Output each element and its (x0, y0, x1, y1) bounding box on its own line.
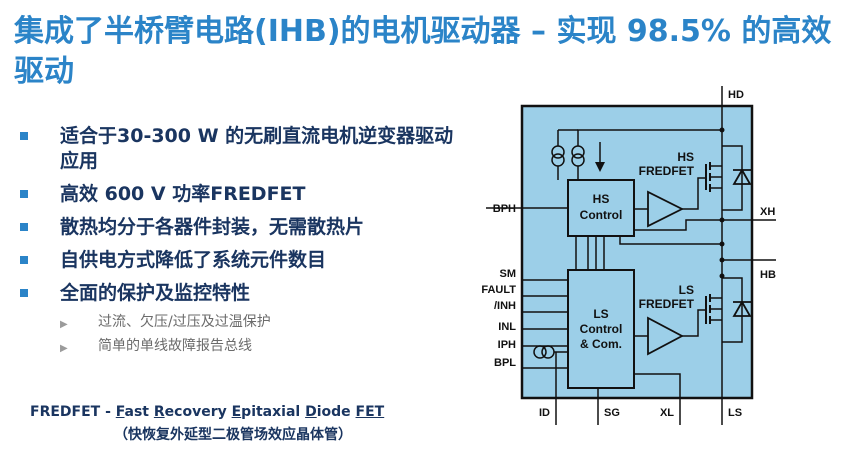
acronym-rest: ecovery (164, 404, 232, 420)
bullet-square-icon (20, 132, 28, 140)
acronym-letter: E (231, 404, 242, 420)
acronym-rest: iode (316, 404, 356, 420)
pin-label-sm: SM (500, 268, 517, 280)
pin-label-inl: INL (498, 321, 516, 333)
ls-control-block (567, 269, 635, 389)
bullet-item: 自供电方式降低了系统元件数目 (20, 248, 460, 273)
pin-label-id: ID (539, 407, 550, 419)
ls-fredfet-transistor-icon (705, 294, 722, 324)
down-arrow-icon (595, 162, 605, 172)
pin-label-bpl: BPL (494, 357, 516, 369)
bullet-square-icon (20, 190, 28, 198)
definition-prefix: FREDFET - (30, 404, 116, 420)
acronym-letter: F (115, 404, 125, 420)
acronym-rest: pitaxial (241, 404, 306, 420)
ls-fet-label: FREDFET (639, 297, 695, 311)
hs-fet-label: HS (677, 150, 694, 164)
sub-bullet-item: ▶ 过流、欠压/过压及过温保护 (20, 312, 460, 332)
pin-label-inh: /INH (494, 300, 516, 312)
pin-label-bph: BPH (493, 203, 516, 215)
pin-label-hd: HD (728, 89, 744, 101)
bullet-item: 适合于30-300 W 的无刷直流电机逆变器驱动应用 (20, 124, 460, 174)
ls-block-label: & Com. (580, 337, 622, 351)
ls-fet-label: LS (679, 283, 694, 297)
triangle-bullet-icon: ▶ (60, 343, 68, 354)
ihb-block-diagram: HS Control HS FREDFET BPH LS Control (481, 86, 776, 425)
bullet-square-icon (20, 256, 28, 264)
hs-fredfet-transistor-icon (705, 162, 722, 192)
sub-bullet-list: ▶ 过流、欠压/过压及过温保护 ▶ 简单的单线故障报告总线 (20, 312, 460, 356)
hs-fet-label: FREDFET (639, 164, 695, 178)
acronym-rest: ast (124, 404, 154, 420)
pin-label-xh: XH (760, 206, 775, 218)
bullet-text: 自供电方式降低了系统元件数目 (60, 249, 327, 271)
current-source-icon (551, 129, 585, 180)
bullet-item: 全面的保护及监控特性 (20, 281, 460, 306)
bullet-list: 适合于30-300 W 的无刷直流电机逆变器驱动应用 高效 600 V 功率FR… (20, 124, 460, 360)
definition-chinese: （快恢复外延型二极管场效应晶体管） (114, 427, 352, 443)
bullet-text: 适合于30-300 W 的无刷直流电机逆变器驱动应用 (60, 125, 454, 172)
acronym-letter: FET (355, 404, 385, 420)
bullet-text: 高效 600 V 功率FREDFET (60, 183, 306, 205)
bullet-item: 高效 600 V 功率FREDFET (20, 182, 460, 207)
bullet-square-icon (20, 223, 28, 231)
sub-bullet-text: 过流、欠压/过压及过温保护 (98, 314, 271, 330)
hs-block-label: Control (580, 208, 623, 222)
acronym-letter: R (153, 404, 165, 420)
bullet-item: 散热均分于各器件封装，无需散热片 (20, 215, 460, 240)
pin-label-xl: XL (660, 407, 674, 419)
pin-label-iph: IPH (498, 339, 516, 351)
ls-freewheel-diode-icon (722, 277, 752, 343)
sub-bullet-text: 简单的单线故障报告总线 (98, 338, 252, 354)
hs-freewheel-diode-icon (722, 145, 752, 211)
sub-bullet-item: ▶ 简单的单线故障报告总线 (20, 336, 460, 356)
ls-block-label: Control (580, 322, 623, 336)
triangle-bullet-icon: ▶ (60, 319, 68, 330)
pin-label-fault: FAULT (481, 284, 516, 296)
bullet-square-icon (20, 289, 28, 297)
bullet-text: 全面的保护及监控特性 (60, 282, 251, 304)
fredfet-definition: FREDFET - Fast Recovery Epitaxial Diode … (30, 402, 450, 422)
bullet-text: 散热均分于各器件封装，无需散热片 (60, 216, 365, 238)
pin-label-sg: SG (604, 407, 620, 419)
acronym-letter: D (305, 404, 317, 420)
pin-label-ls: LS (728, 407, 742, 419)
ls-block-label: LS (593, 307, 608, 321)
hs-block-label: HS (593, 192, 610, 206)
hs-control-block (567, 179, 635, 237)
pin-label-hb: HB (760, 269, 776, 281)
page-title: 集成了半桥臂电路(IHB)的电机驱动器 – 实现 98.5% 的高效驱动 (14, 14, 832, 89)
